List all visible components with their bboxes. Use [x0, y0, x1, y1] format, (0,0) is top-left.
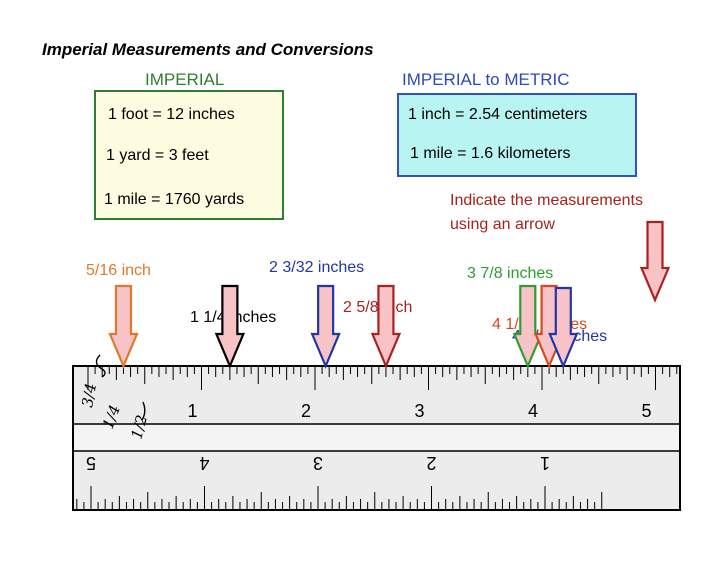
handwritten-fraction: 1/2 — [127, 413, 151, 441]
label-5-16: 5/16 inch — [86, 262, 151, 279]
handwritten-curl — [95, 354, 106, 378]
handwritten-mark — [141, 401, 146, 421]
ruler-top-number: 1 — [188, 401, 198, 421]
metric-line-mile: 1 mile = 1.6 kilometers — [410, 145, 571, 162]
ruler-top-number: 5 — [642, 401, 652, 421]
imperial-line-yard: 1 yard = 3 feet — [106, 147, 209, 164]
arrow-2-3-32-inches — [310, 284, 341, 369]
handwritten-fraction: 3/4 — [78, 382, 100, 409]
ruler-top-number: 4 — [528, 401, 538, 421]
metric-box — [397, 93, 637, 177]
metric-line-inch: 1 inch = 2.54 centimeters — [408, 106, 588, 123]
page-title: Imperial Measurements and Conversions — [42, 40, 374, 59]
arrow-1-1-4-inches — [214, 284, 246, 369]
instruction-line-1: Indicate the measurements — [450, 192, 643, 209]
arrow-blank — [639, 220, 671, 303]
arrow-2-5-8-inch — [370, 284, 402, 369]
metric-heading: IMPERIAL to METRIC — [402, 70, 570, 89]
arrow-5-16-inch — [108, 284, 139, 369]
ruler-top-number: 2 — [301, 401, 311, 421]
imperial-box — [94, 90, 284, 220]
imperial-heading: IMPERIAL — [145, 70, 225, 89]
arrows-layer — [108, 220, 671, 369]
ruler-bottom-number: 3 — [313, 453, 323, 473]
arrow-4-3-16-inches — [548, 286, 579, 369]
ruler-top-number: 3 — [415, 401, 425, 421]
ruler-bottom-number: 5 — [86, 453, 96, 473]
ruler-bottom-number: 2 — [426, 453, 436, 473]
imperial-line-mile: 1 mile = 1760 yards — [104, 191, 245, 208]
imperial-line-foot: 1 foot = 12 inches — [108, 106, 235, 123]
ruler-bottom-number: 1 — [540, 453, 550, 473]
ruler-middle-strip — [74, 425, 679, 450]
arrow-3-7-8-inches — [512, 284, 543, 369]
ruler-bottom-number: 4 — [199, 453, 209, 473]
label-3-7-8: 3 7/8 inches — [467, 265, 554, 282]
label-2-3-32: 2 3/32 inches — [269, 259, 365, 276]
instruction-line-2: using an arrow — [450, 216, 555, 233]
